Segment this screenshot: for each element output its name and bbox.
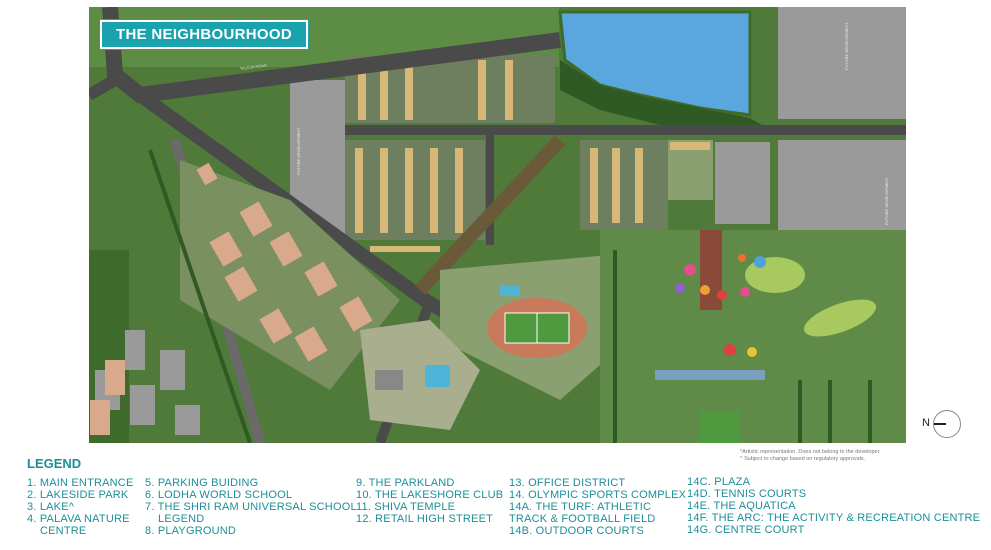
legend-item: 9. THE PARKLAND [356,477,455,489]
legend-item: LEGEND [158,512,205,525]
school-campus [180,160,400,390]
disclaimer-notes: *Artistic representation. Does not belon… [740,449,881,463]
field [700,412,740,443]
legend-item: 14G. CENTRE COURT [687,523,805,536]
future-development-area [778,7,906,119]
the-parkland [600,230,906,443]
note: ^ Subject to change based on regulatory … [740,456,866,462]
legend-item: 1. MAIN ENTRANCE [27,477,134,489]
legend-column-5: 14C. PLAZA 14D. TENNIS COURTS 14E. THE A… [687,476,981,537]
outdoor-courts [360,320,480,430]
legend-item: 14E. THE AQUATICA [687,499,796,512]
lower-left-buildings [90,360,125,435]
note: *Artistic representation. Does not belon… [740,449,881,455]
aquatica-pool [425,365,450,387]
legend-title: LEGEND [27,456,82,471]
road-label: TALOJA ROAD [240,63,268,71]
tree-rows [148,149,872,443]
legend-item: 2. LAKESIDE PARK [27,488,129,501]
north-label: N [922,417,930,429]
future-development-label: FUTURE DEVELOPMENT [844,22,849,70]
legend-item: 4. PALAVA NATURE [27,512,130,525]
lakeside-park [560,60,770,130]
legend-item: 14C. PLAZA [687,476,751,488]
legend-item: 14D. TENNIS COURTS [687,487,807,500]
legend-column-3: 9. THE PARKLAND 10. THE LAKESHORE CLUB 1… [356,477,504,526]
legend-column-4: 13. OFFICE DISTRICT 14. OLYMPIC SPORTS C… [509,477,687,538]
legend-column-1: 1. MAIN ENTRANCE 2. LAKESIDE PARK 3. LAK… [27,477,134,538]
office-district [715,142,770,224]
lawn [803,299,877,337]
future-development-area [290,80,345,240]
legend-item: CENTRE [40,524,87,537]
building [375,370,403,390]
legend-column-2: 5. PARKING BUIDING 6. LODHA WORLD SCHOOL… [145,477,357,538]
greenhouse [655,370,765,380]
parking-lots [95,330,200,435]
legend-item: 13. OFFICE DISTRICT [509,477,626,489]
lake [558,10,752,117]
legend-item: 5. PARKING BUIDING [145,477,259,489]
legend-item: 10. THE LAKESHORE CLUB [356,488,504,501]
legend-item: 14. OLYMPIC SPORTS COMPLEX [509,488,687,501]
legend-item: TRACK & FOOTBALL FIELD [509,512,656,525]
future-development-label: FUTURE DEVELOPMENT [884,177,889,225]
towers [355,60,710,252]
legend-item: 8. PLAYGROUND [145,524,237,537]
compass-icon [933,410,961,438]
legend-item: 6. LODHA WORLD SCHOOL [145,488,293,501]
future-development-label: FUTURE DEVELOPMENT [296,127,301,175]
legend-item: 14A. THE TURF: ATHLETIC [509,500,652,513]
legend-item: 14F. THE ARC: THE ACTIVITY & RECREATION … [687,511,981,524]
legend-item: 11. SHIVA TEMPLE [356,500,456,513]
school-buildings [196,162,373,362]
legend-item: 7. THE SHRI RAM UNIVERSAL SCHOOL [145,500,357,513]
map-title: THE NEIGHBOURHOOD [100,20,308,49]
pool [500,286,520,296]
residential-block [345,140,485,240]
lawn [745,257,805,293]
site-map: TALOJA ROAD FUTURE DEVELOPMENT FUTURE DE… [89,7,906,443]
hot-air-balloons [675,254,766,357]
north-indicator: N [922,410,966,438]
legend-item: 14B. OUTDOOR COURTS [509,524,645,537]
legend-item: 3. LAKE^ [27,500,75,513]
legend-item: 12. RETAIL HIGH STREET [356,512,494,525]
